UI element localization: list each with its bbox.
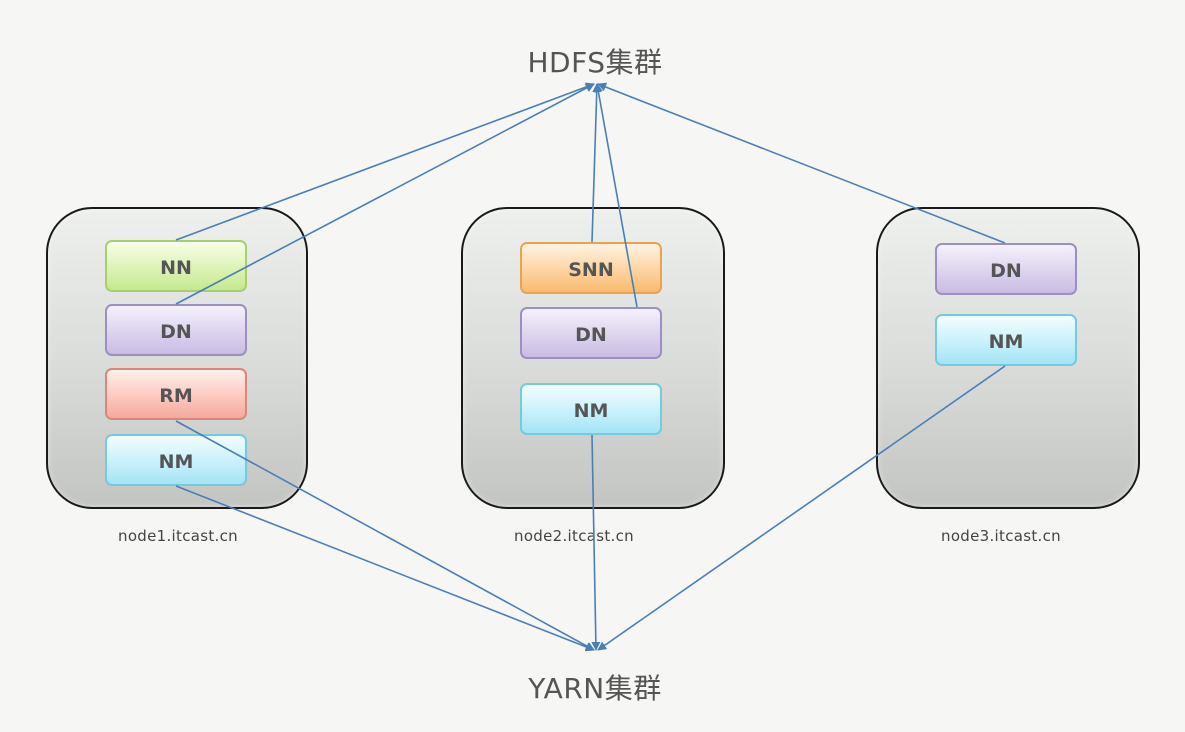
node2-hostname: node2.itcast.cn <box>514 527 634 545</box>
node2-dn-service: DN <box>520 307 662 359</box>
node3-nm-service: NM <box>935 314 1077 366</box>
node1-hostname: node1.itcast.cn <box>118 527 238 545</box>
node3-dn-service: DN <box>935 243 1077 295</box>
yarn-cluster-title: YARN集群 <box>528 672 662 705</box>
node1-rm-service: RM <box>105 368 247 420</box>
hdfs-cluster-title: HDFS集群 <box>527 46 663 79</box>
node2-snn-service: SNN <box>520 242 662 294</box>
node2-nm-service: NM <box>520 383 662 435</box>
node1-nn-service: NN <box>105 240 247 292</box>
node3-hostname: node3.itcast.cn <box>941 527 1061 545</box>
node1-dn-service: DN <box>105 304 247 356</box>
edge-node1-nm-to-yarn <box>175 485 595 652</box>
node1-nm-service: NM <box>105 434 247 486</box>
